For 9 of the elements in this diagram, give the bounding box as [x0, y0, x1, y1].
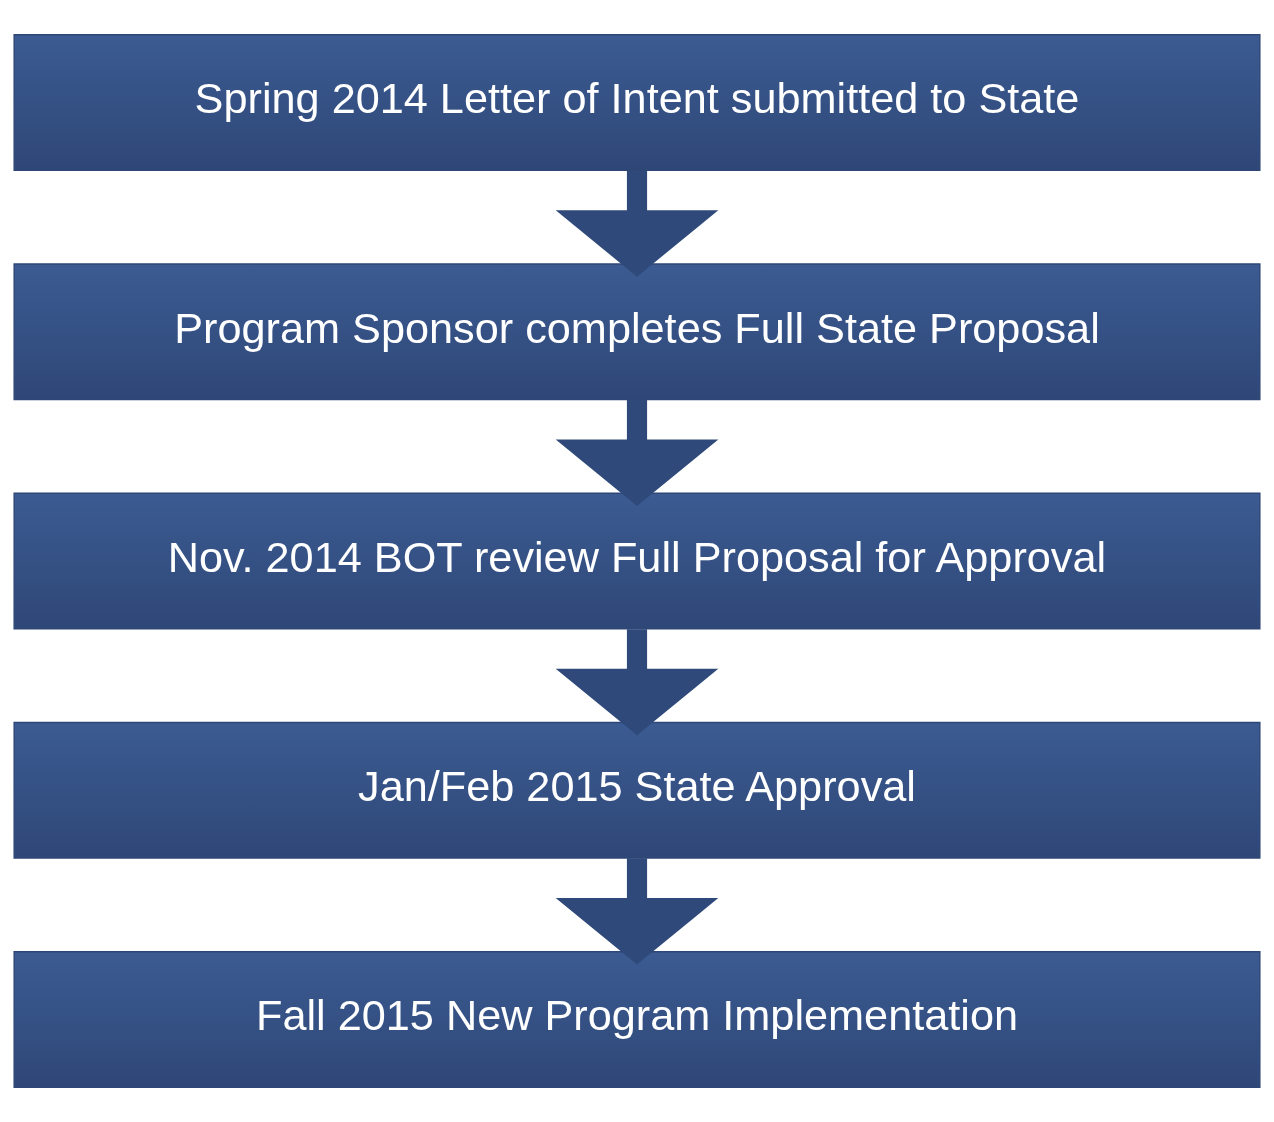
arrow	[555, 629, 719, 736]
arrow	[555, 858, 719, 965]
arrow	[555, 170, 719, 277]
arrow	[555, 399, 719, 506]
node-box: Jan/Feb 2015 State Approval	[13, 721, 1261, 859]
node-box: Program Sponsor completes Full State Proposal	[13, 263, 1261, 401]
node-box: Fall 2015 New Program Implementation	[13, 951, 1261, 1088]
node-box: Spring 2014 Letter of Intent submitted to State	[13, 34, 1261, 171]
node-box: Nov. 2014 BOT review Full Proposal for Approval	[13, 492, 1261, 630]
